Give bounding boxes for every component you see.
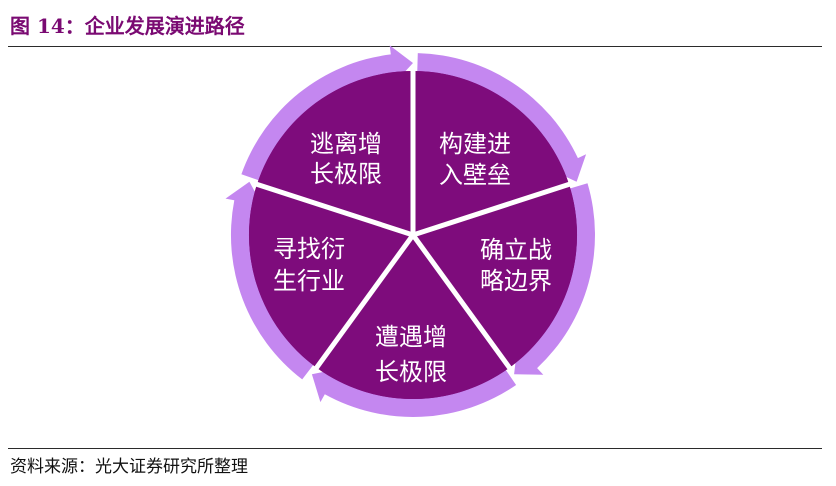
segment-4-line-1: 寻找衍 [273,235,345,263]
segment-divider-5 [254,181,414,238]
segment-wedge-2 [413,184,578,368]
segment-wedge-5 [257,70,413,235]
segment-1-line-1: 构建进 [439,130,511,158]
bottom-divider [8,448,822,449]
segment-divider-3 [410,233,513,371]
top-divider [8,46,822,47]
ring-arrow-3 [311,368,517,418]
ring-arrow-5 [241,45,413,181]
ring-arrow-4 [225,181,315,380]
source-note: 资料来源：光大证券研究所整理 [10,457,248,477]
figure-title: 图 14：企业发展演进路径 [10,14,245,38]
segment-3-line-2: 长极限 [375,358,447,386]
segment-3-line-1: 遭遇增 [375,323,447,351]
segment-divider-4 [313,233,416,371]
segment-divider-2 [412,181,572,238]
segment-2-line-1: 确立战 [480,236,552,264]
segment-1-line-2: 入壁垒 [439,161,511,189]
segment-disc [248,69,578,400]
segment-4-line-2: 生行业 [273,267,345,295]
ring-arrow-1 [417,53,587,182]
segment-5-line-2: 长极限 [310,160,382,188]
segment-2-line-2: 略边界 [480,267,552,295]
segment-wedge-1 [413,70,569,235]
segment-labels: 构建进 入壁垒 确立战 略边界 遭遇增 长极限 寻找衍 生行业 逃离增 长极限 [273,130,552,386]
segment-wedge-3 [316,235,510,400]
segment-wedge-4 [248,184,413,368]
segment-5-line-1: 逃离增 [310,130,382,158]
